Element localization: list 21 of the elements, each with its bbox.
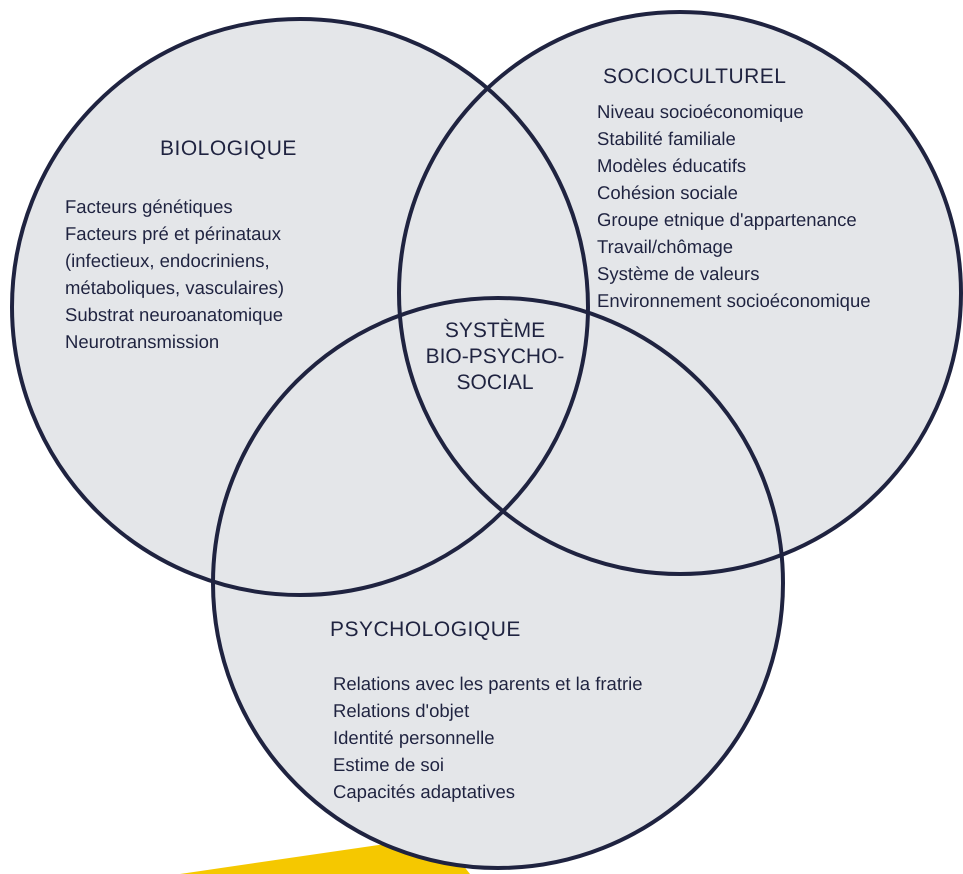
factor-text: Neurotransmission [65, 330, 220, 354]
factor-text: Relations avec les parents et la fratrie [333, 672, 644, 696]
factor-text: Relations d'objet [333, 699, 470, 723]
circle-heading: PSYCHOLOGIQUE [330, 618, 521, 642]
center-label: SYSTÈME BIO-PSYCHO-SOCIAL [425, 318, 565, 396]
factor-text: Facteurs génétiques [65, 195, 234, 219]
factor-text: Identité personnelle [333, 726, 496, 750]
factor-text: Système de valeurs [597, 262, 760, 286]
factor-text: Environnement socioéconomique [597, 289, 872, 313]
factor-text: Cohésion sociale [597, 181, 739, 205]
factor-text: Niveau socioéconomique [597, 100, 805, 124]
factor-text: Substrat neuroanatomique [65, 303, 284, 327]
factor-text: Modèles éducatifs [597, 154, 748, 178]
factor-text: Travail/chômage [597, 235, 734, 259]
factor-text: Facteurs pré et périnataux (infectieux, endocriniens, métaboliques, vasculaires) [65, 222, 286, 300]
circle-heading: SOCIOCULTUREL [603, 65, 786, 89]
factor-text: Stabilité familiale [597, 127, 737, 151]
factor-text: Groupe etnique d'appartenance [597, 208, 858, 232]
factor-text: Capacités adaptatives [333, 780, 516, 804]
circle-heading: BIOLOGIQUE [160, 137, 297, 161]
factor-text: Estime de soi [333, 753, 446, 777]
